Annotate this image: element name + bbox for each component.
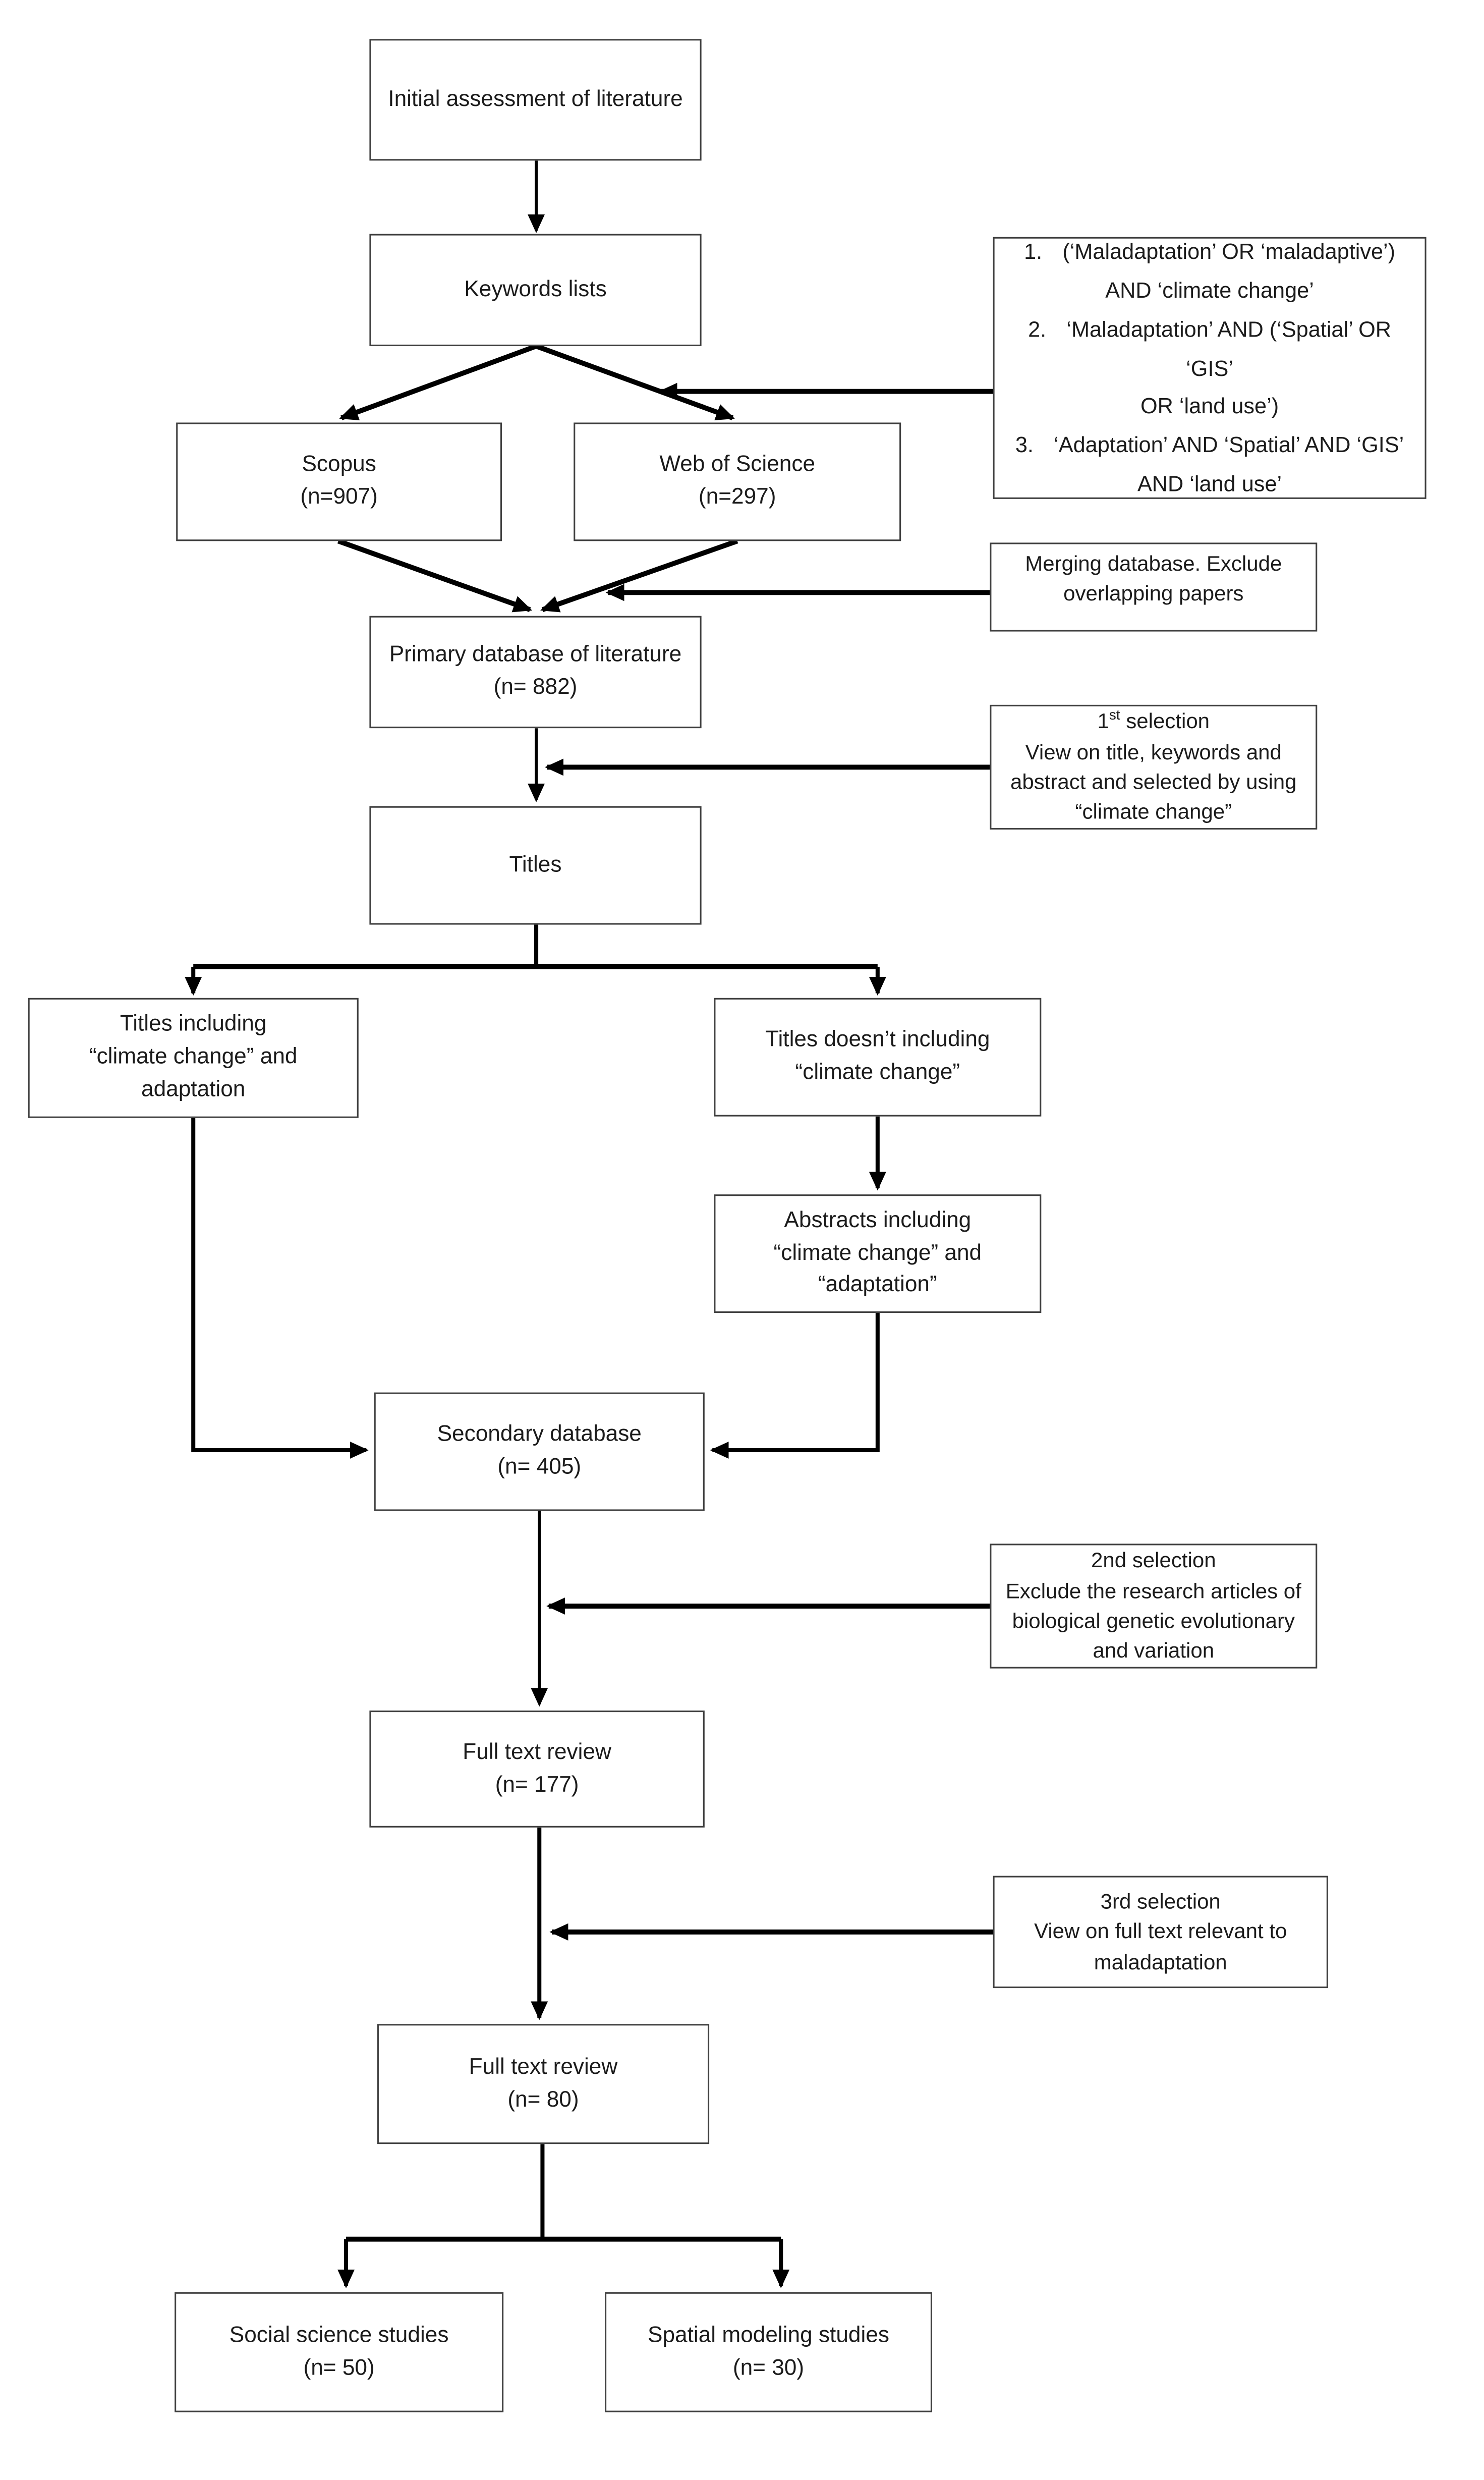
list-number: 3. bbox=[1015, 432, 1034, 458]
annotation-second-selection: 2nd selection Exclude the research artic… bbox=[990, 1544, 1318, 1669]
node-label: Full text review bbox=[469, 2055, 618, 2080]
node-secondary-database: Secondary database (n= 405) bbox=[374, 1392, 705, 1511]
arrow-abstracts-to-secondary bbox=[710, 1313, 880, 1459]
node-count: (n=907) bbox=[300, 485, 378, 510]
list-number: 2. bbox=[1028, 316, 1047, 341]
node-label: Initial assessment of literature bbox=[388, 86, 683, 112]
node-abstracts-including: Abstracts including “climate change” and… bbox=[714, 1194, 1042, 1313]
annotation-title: 2nd selection bbox=[1091, 1549, 1216, 1573]
node-initial-assessment: Initial assessment of literature bbox=[369, 39, 702, 161]
node-primary-database: Primary database of literature (n= 882) bbox=[369, 616, 702, 729]
keyword-query-item: 1. (‘Maladaptation’ OR ‘maladaptive’) bbox=[1004, 232, 1415, 271]
arrow-scopus-to-primary bbox=[337, 538, 533, 613]
text-line: View on title, keywords and bbox=[1025, 740, 1282, 764]
node-count: (n= 882) bbox=[493, 675, 578, 700]
text-line: overlapping papers bbox=[1063, 582, 1244, 605]
node-label: Titles including bbox=[120, 1012, 267, 1038]
keyword-query-item: 2. ‘Maladaptation’ AND (‘Spatial’ OR ‘GIS… bbox=[1004, 310, 1415, 388]
node-keywords-lists: Keywords lists bbox=[369, 234, 702, 347]
arrow-keywords-to-wos bbox=[535, 344, 735, 421]
node-label: Scopus bbox=[302, 453, 376, 478]
node-count: (n= 405) bbox=[497, 1455, 582, 1480]
node-titles: Titles bbox=[369, 806, 702, 925]
node-label: Titles doesn’t including bbox=[765, 1028, 990, 1053]
node-full-text-review-80: Full text review (n= 80) bbox=[377, 2024, 710, 2144]
text-line: (‘Maladaptation’ OR ‘maladaptive’) bbox=[1062, 238, 1396, 263]
text-line: AND ‘climate change’ bbox=[1105, 277, 1314, 302]
text-line: biological genetic evolutionary bbox=[1012, 1609, 1295, 1633]
node-label: Social science studies bbox=[229, 2323, 449, 2348]
node-count: (n=297) bbox=[698, 485, 776, 510]
node-label: Abstracts including bbox=[784, 1208, 972, 1234]
annotation-keyword-queries: 1. (‘Maladaptation’ OR ‘maladaptive’) AND… bbox=[993, 237, 1426, 499]
node-label: Spatial modeling studies bbox=[648, 2323, 889, 2348]
text-line: and variation bbox=[1093, 1639, 1215, 1663]
arrow-keywords-to-scopus bbox=[339, 344, 537, 420]
text-line: OR ‘land use’) bbox=[1140, 394, 1279, 419]
text-line: Merging database. Exclude bbox=[1025, 552, 1282, 576]
node-label: “climate change” and bbox=[89, 1044, 298, 1070]
arrow-titles-including-to-secondary bbox=[191, 1118, 369, 1459]
text-line: Exclude the research articles of bbox=[1005, 1579, 1301, 1603]
node-social-science-studies: Social science studies (n= 50) bbox=[175, 2292, 504, 2412]
node-label: Secondary database bbox=[437, 1422, 642, 1448]
arrow-wos-to-primary bbox=[540, 538, 738, 613]
node-label: Full text review bbox=[463, 1740, 611, 1765]
node-label: Titles bbox=[509, 852, 562, 877]
node-label: Keywords lists bbox=[464, 277, 607, 302]
annotation-merging-database: Merging database. Exclude overlapping pa… bbox=[990, 542, 1318, 632]
text-line: ‘Maladaptation’ AND (‘Spatial’ OR ‘GIS’ bbox=[1066, 316, 1392, 380]
node-count: (n= 50) bbox=[303, 2355, 375, 2381]
text-line: maladaptation bbox=[1094, 1950, 1227, 1974]
annotation-third-selection: 3rd selection View on full text relevant… bbox=[993, 1876, 1328, 1989]
annotation-title: 1st selection bbox=[1097, 707, 1210, 734]
node-titles-including: Titles including “climate change” and ad… bbox=[28, 998, 359, 1118]
text-line: “climate change” bbox=[1075, 800, 1232, 824]
text-line: ‘Adaptation’ AND ‘Spatial’ AND ‘GIS’ bbox=[1054, 432, 1404, 458]
annotation-first-selection: 1st selection View on title, keywords an… bbox=[990, 704, 1318, 830]
node-spatial-modeling-studies: Spatial modeling studies (n= 30) bbox=[605, 2292, 932, 2412]
keyword-query-item: 3. ‘Adaptation’ AND ‘Spatial’ AND ‘GIS’ bbox=[1004, 426, 1415, 465]
text-line: AND ‘land use’ bbox=[1137, 471, 1282, 497]
node-full-text-review-177: Full text review (n= 177) bbox=[369, 1711, 705, 1828]
text-line: abstract and selected by using bbox=[1010, 770, 1297, 794]
node-label: Web of Science bbox=[659, 453, 816, 478]
node-label: “climate change” bbox=[795, 1060, 960, 1085]
node-titles-not-including: Titles doesn’t including “climate change… bbox=[714, 998, 1042, 1117]
node-count: (n= 177) bbox=[495, 1772, 579, 1797]
node-label: adaptation bbox=[141, 1077, 246, 1103]
node-label: Primary database of literature bbox=[389, 643, 682, 668]
node-label: “adaptation” bbox=[818, 1273, 937, 1298]
node-scopus: Scopus (n=907) bbox=[176, 422, 502, 541]
annotation-title: 3rd selection bbox=[1100, 1890, 1221, 1913]
text-line: View on full text relevant to bbox=[1034, 1920, 1287, 1944]
node-count: (n= 30) bbox=[732, 2355, 805, 2381]
list-number: 1. bbox=[1024, 238, 1043, 263]
node-count: (n= 80) bbox=[507, 2087, 579, 2112]
node-label: “climate change” and bbox=[773, 1240, 982, 1266]
node-web-of-science: Web of Science (n=297) bbox=[574, 422, 901, 541]
